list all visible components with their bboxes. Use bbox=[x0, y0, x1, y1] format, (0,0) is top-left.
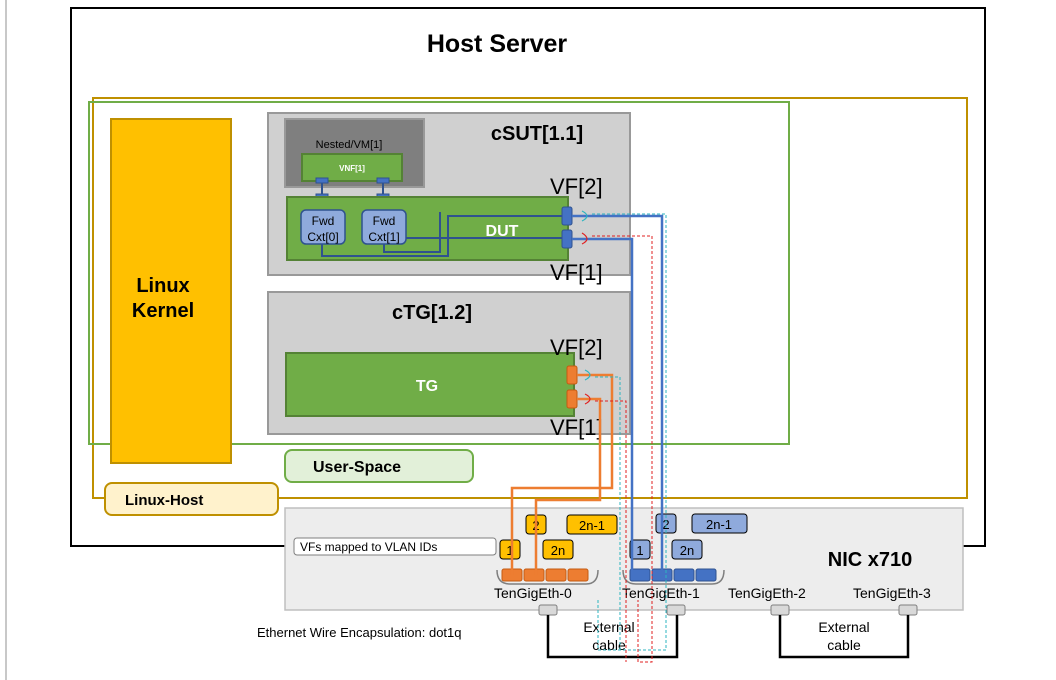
blue-vlan-group: 2 2n-1 1 2n bbox=[629, 513, 748, 560]
orange-vlan-1 bbox=[499, 539, 521, 560]
user-space-badge bbox=[284, 449, 474, 483]
port-label-1: TenGigEth-1 bbox=[622, 585, 700, 601]
csut-title: cSUT[1.1] bbox=[491, 123, 583, 145]
vnf-box bbox=[301, 153, 403, 182]
external-cable-a-label-line2: cable bbox=[592, 637, 626, 653]
vf-mapping-note: VFs mapped to VLAN IDs bbox=[300, 540, 437, 554]
orange-vlan-2n-1 bbox=[566, 514, 618, 535]
blue-vlan-2n-label: 2n bbox=[680, 543, 694, 558]
dut-internal-wiring bbox=[321, 212, 566, 257]
fwd-context-1-label-line2: Cxt[1] bbox=[368, 230, 399, 244]
vnf-label: VNF[1] bbox=[339, 164, 365, 173]
external-cable-a bbox=[546, 615, 679, 659]
ctg-vf1-port bbox=[566, 389, 578, 409]
orange-vlan-2n bbox=[542, 539, 574, 560]
csut-vf1-label: VF[1] bbox=[550, 260, 603, 285]
blue-vlan-2n-1 bbox=[691, 513, 748, 534]
fwd-context-1-label-line1: Fwd bbox=[373, 214, 396, 228]
external-cable-b-label-line1: External bbox=[818, 619, 869, 635]
linux-host-badge bbox=[104, 482, 279, 516]
fwd-context-0-label-line1: Fwd bbox=[312, 214, 335, 228]
host-server-title: Host Server bbox=[427, 30, 568, 58]
blue-vlan-2-label: 2 bbox=[662, 517, 669, 532]
port-label-0: TenGigEth-0 bbox=[494, 585, 572, 601]
dut-label: DUT bbox=[486, 223, 519, 240]
nic-title: NIC x710 bbox=[828, 549, 913, 571]
ctg-vf-wires bbox=[510, 369, 627, 662]
encapsulation-note: Ethernet Wire Encapsulation: dot1q bbox=[257, 625, 462, 640]
external-cable-a-label-line1: External bbox=[583, 619, 634, 635]
csut-vf2-label: VF[2] bbox=[550, 174, 603, 199]
user-space-label: User-Space bbox=[313, 459, 401, 476]
ctg-vf1-label: VF[1] bbox=[550, 415, 603, 440]
orange-vlan-1-label: 1 bbox=[506, 543, 513, 558]
page-edge bbox=[5, 0, 7, 680]
blue-vlan-2n bbox=[671, 539, 703, 560]
vf-mapping-note-box bbox=[293, 537, 497, 556]
tg-box bbox=[285, 352, 575, 417]
orange-vlan-2n-label: 2n bbox=[551, 543, 565, 558]
linux-kernel-label-line1: Linux bbox=[136, 275, 189, 297]
linux-host-label: Linux-Host bbox=[125, 492, 203, 509]
user-space-region bbox=[88, 101, 790, 445]
blue-vlan-1 bbox=[629, 539, 651, 560]
fwd-context-0-label-line2: Cxt[0] bbox=[307, 230, 338, 244]
linux-kernel-block bbox=[110, 118, 232, 464]
csut-vf1-port bbox=[561, 229, 573, 249]
ctg-vf2-label: VF[2] bbox=[550, 335, 603, 360]
external-cable-b-label-line2: cable bbox=[827, 637, 861, 653]
linux-host-region bbox=[92, 97, 968, 499]
port-label-3: TenGigEth-3 bbox=[853, 585, 931, 601]
nested-vm-label: Nested/VM[1] bbox=[316, 139, 383, 151]
orange-vlan-2n-1-label: 2n-1 bbox=[579, 518, 605, 533]
ctg-vf2-port bbox=[566, 365, 578, 385]
external-cable-b bbox=[778, 615, 910, 659]
blue-vlan-2n-1-label: 2n-1 bbox=[706, 517, 732, 532]
csut-vf-wires bbox=[572, 210, 667, 663]
csut-vf2-port bbox=[561, 206, 573, 226]
ctg-title: cTG[1.2] bbox=[392, 302, 472, 324]
nic-box bbox=[284, 507, 964, 611]
port-label-2: TenGigEth-2 bbox=[728, 585, 806, 601]
linux-kernel-label-line2: Kernel bbox=[132, 300, 194, 322]
tg-label: TG bbox=[416, 378, 438, 395]
blue-vlan-1-label: 1 bbox=[636, 543, 643, 558]
